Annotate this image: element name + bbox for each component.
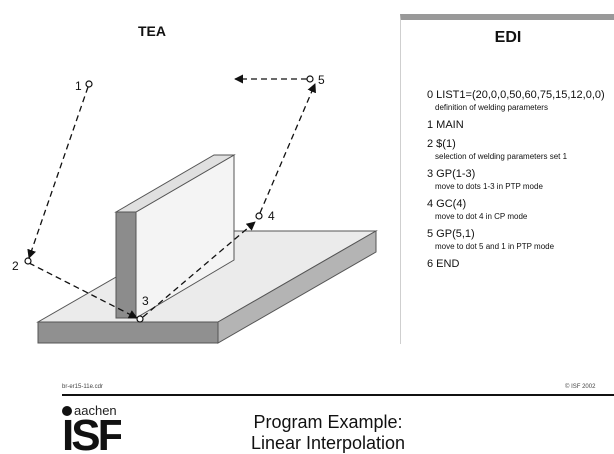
path-4-to-5 [259, 83, 316, 214]
edi-line-0-command: 0 LIST1=(20,0,0,50,60,75,15,12,0,0) [427, 89, 605, 101]
point-label-4: 4 [268, 209, 275, 223]
edi-title: EDI [494, 29, 522, 46]
point-3 [136, 315, 144, 323]
point-label-2: 2 [12, 259, 19, 273]
edi-program-listing: 0 LIST1=(20,0,0,50,60,75,15,12,0,0) defi… [427, 88, 614, 271]
file-code: br-er15-11e.cdr [62, 384, 103, 390]
edi-line-3-command: 3 GP(1-3) [427, 168, 476, 180]
edi-line-4-command: 4 GC(4) [427, 198, 467, 210]
point-5 [306, 75, 314, 83]
point-label-3: 3 [142, 294, 149, 308]
path-2-to-3 [28, 262, 138, 319]
edi-line-2-description: selection of welding parameters set 1 [435, 152, 568, 161]
point-1 [85, 80, 93, 88]
edi-line-3-description: move to dots 1-3 in PTP mode [435, 182, 543, 191]
slide-title: Program Example: Linear Interpolation [228, 412, 428, 454]
path-1-to-2 [27, 86, 89, 259]
points [24, 75, 314, 323]
slide-title-line-1: Program Example: [253, 412, 403, 432]
edi-line-2-command: 2 $(1) [427, 138, 456, 150]
robot-path [27, 74, 316, 319]
point-label-5: 5 [318, 73, 325, 87]
edi-line-4-description: move to dot 4 in CP mode [435, 212, 528, 221]
logo-dot-icon [62, 406, 72, 416]
isf-logo: ISF [62, 414, 122, 452]
footer-divider [62, 394, 614, 396]
edi-line-0-description: definition of welding parameters [435, 103, 548, 112]
point-label-1: 1 [75, 79, 82, 93]
edi-line-5-description: move to dot 5 and 1 in PTP mode [435, 242, 555, 251]
tea-title: TEA [138, 23, 166, 39]
web-plate [114, 154, 236, 319]
point-4 [255, 212, 263, 220]
point-2 [24, 257, 32, 265]
slide-title-line-2: Linear Interpolation [250, 433, 406, 453]
path-3-to-4 [142, 221, 256, 318]
edi-line-5-command: 5 GP(5,1) [427, 228, 475, 240]
edi-line-6-command: 6 END [427, 258, 460, 270]
edi-panel: EDI 0 LIST1=(20,0,0,50,60,75,15,12,0,0) … [400, 14, 614, 344]
copyright-notice: © ISF 2002 [565, 384, 596, 390]
logo-wordmark: aachen [74, 403, 117, 418]
edi-line-1-command: 1 MAIN [427, 119, 464, 131]
